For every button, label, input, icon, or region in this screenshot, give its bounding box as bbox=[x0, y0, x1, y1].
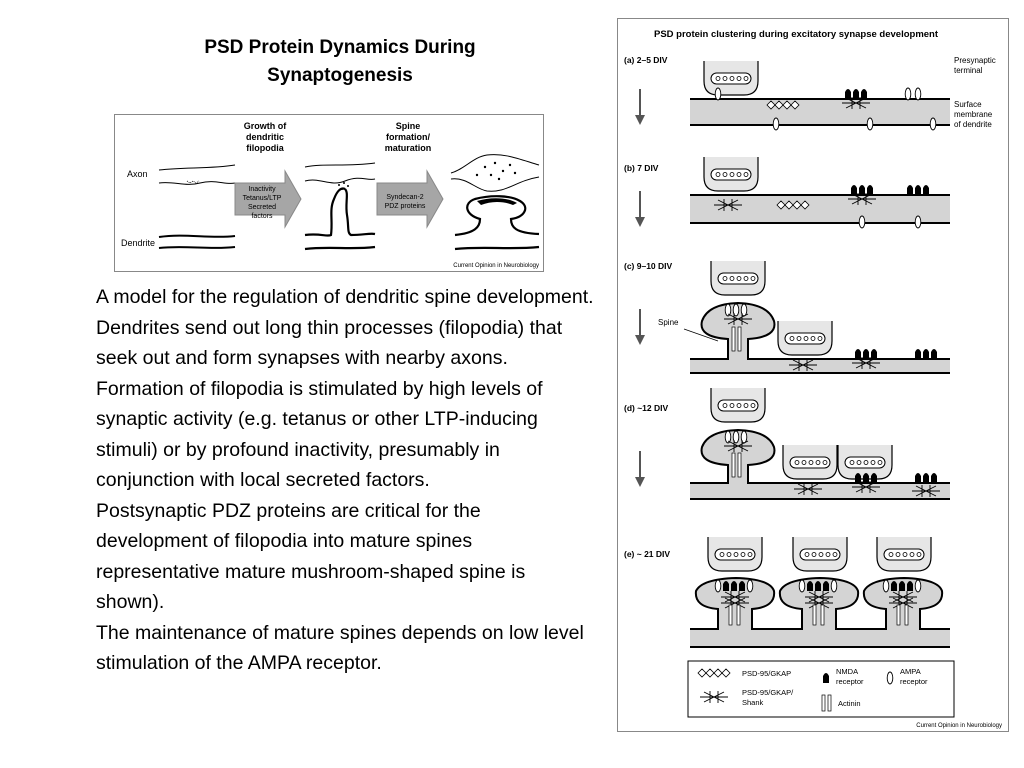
svg-text:Tetanus/LTP: Tetanus/LTP bbox=[243, 195, 282, 202]
axon-line-1 bbox=[158, 164, 236, 171]
svg-text:PSD-95/GKAP/: PSD-95/GKAP/ bbox=[742, 688, 794, 697]
svg-text:Presynaptic: Presynaptic bbox=[954, 56, 996, 65]
svg-text:Inactivity: Inactivity bbox=[248, 186, 276, 193]
psd-mark bbox=[477, 198, 517, 205]
legend-box bbox=[687, 660, 955, 718]
svg-text:factors: factors bbox=[251, 213, 273, 220]
growth-header-2: dendritic bbox=[246, 132, 284, 142]
legend-actinin: Actinin bbox=[838, 699, 861, 708]
filopodia-diagram: Growth of dendritic filopodia Spine form… bbox=[121, 121, 540, 269]
axon-line-2 bbox=[158, 181, 236, 185]
svg-text:terminal: terminal bbox=[954, 66, 983, 75]
panel-e-label: (e) ~ 21 DIV bbox=[624, 549, 670, 559]
svg-text:receptor: receptor bbox=[836, 677, 864, 686]
dendrite-label: Dendrite bbox=[121, 238, 155, 248]
slide-title: PSD Protein Dynamics During Synaptogenes… bbox=[204, 37, 476, 86]
paragraph-2: Postsynaptic PDZ proteins are critical f… bbox=[96, 499, 526, 614]
spine-header-3: maturation bbox=[385, 143, 432, 153]
svg-text:of dendrite: of dendrite bbox=[954, 120, 992, 129]
description: A model for the regulation of dendritic … bbox=[96, 282, 596, 679]
panel-a-label: (a) 2–5 DIV bbox=[624, 55, 668, 65]
arrow-activity bbox=[234, 169, 302, 229]
svg-text:receptor: receptor bbox=[900, 677, 928, 686]
legend-psd95: PSD-95/GKAP bbox=[742, 669, 791, 678]
axon-label: Axon bbox=[127, 169, 148, 179]
psd-clustering-figure: PSD protein clustering during excitatory… bbox=[617, 18, 1009, 732]
svg-text:PDZ proteins: PDZ proteins bbox=[385, 203, 426, 210]
spine-label: Spine bbox=[658, 318, 679, 327]
arrow-pdz bbox=[376, 169, 444, 229]
paragraph-3: The maintenance of mature spines depends… bbox=[96, 621, 584, 675]
spine-header-1: Spine bbox=[396, 121, 421, 131]
svg-text:membrane: membrane bbox=[954, 110, 993, 119]
panel-b-label: (b) 7 DIV bbox=[624, 163, 659, 173]
panel-d-label: (d) ~12 DIV bbox=[624, 403, 668, 413]
filopodia-figure: Growth of dendritic filopodia Spine form… bbox=[114, 114, 544, 272]
svg-text:NMDA: NMDA bbox=[836, 667, 858, 676]
dendrite-line-2 bbox=[158, 246, 236, 249]
panel-c-label: (c) 9–10 DIV bbox=[624, 261, 673, 271]
spine-header-2: formation/ bbox=[386, 132, 430, 142]
right-figure-credit: Current Opinion in Neurobiology bbox=[916, 723, 1002, 729]
paragraph-1: A model for the regulation of dendritic … bbox=[96, 286, 594, 491]
dendrite-line-1 bbox=[158, 234, 236, 238]
svg-text:AMPA: AMPA bbox=[900, 667, 921, 676]
right-figure-title: PSD protein clustering during excitatory… bbox=[654, 29, 939, 40]
growth-header-1: Growth of bbox=[244, 121, 287, 131]
svg-text:Syndecan-2: Syndecan-2 bbox=[386, 194, 423, 201]
svg-text:Shank: Shank bbox=[742, 698, 764, 707]
svg-text:Surface: Surface bbox=[954, 100, 982, 109]
left-figure-credit: Current Opinion in Neurobiology bbox=[453, 263, 539, 269]
svg-text:Secreted: Secreted bbox=[248, 204, 276, 211]
psd-clustering-diagram: PSD protein clustering during excitatory… bbox=[624, 29, 1002, 729]
growth-header-3: filopodia bbox=[246, 143, 284, 153]
